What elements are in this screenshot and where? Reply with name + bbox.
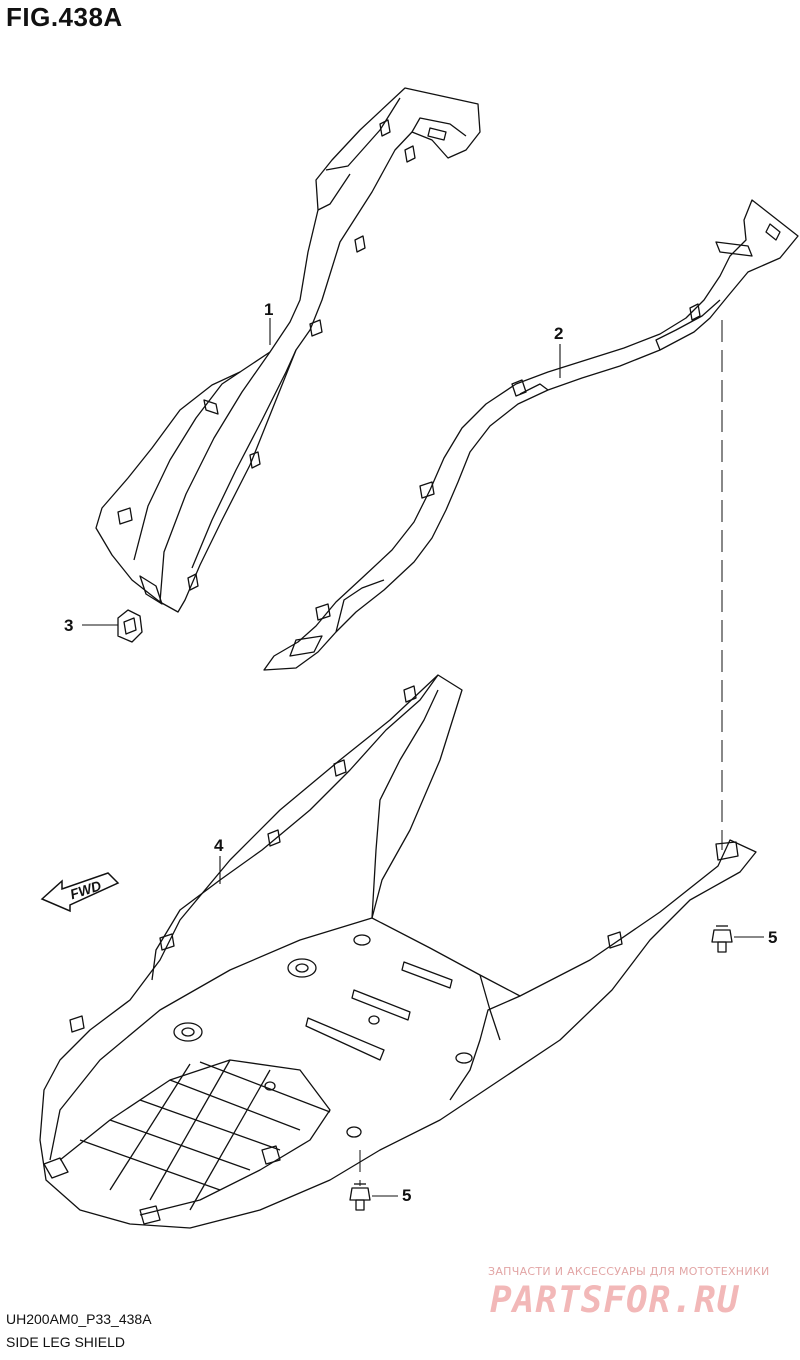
part-number-4: 4 xyxy=(214,836,224,855)
fwd-arrow-icon: FWD xyxy=(40,872,120,913)
part-5-screw-bottom[interactable] xyxy=(349,1183,371,1211)
part-number-2: 2 xyxy=(554,324,564,343)
part-5-screw-right[interactable] xyxy=(711,925,733,953)
figure-code: UH200AM0_P33_438A xyxy=(6,1311,152,1327)
part-1-bracket[interactable] xyxy=(95,87,481,613)
figure-title: FIG.438A xyxy=(6,2,123,32)
watermark-tagline: ЗАПЧАСТИ И АКСЕССУАРЫ ДЛЯ МОТОТЕХНИКИ xyxy=(488,1265,770,1278)
part-2-bracket[interactable] xyxy=(263,199,799,671)
figure-caption: SIDE LEG SHIELD xyxy=(6,1334,126,1350)
part-3-clip[interactable] xyxy=(117,609,143,643)
part-number-5-right: 5 xyxy=(768,928,778,947)
watermark-logo: PARTSFOR.RU xyxy=(490,1280,740,1321)
part-number-5-bottom: 5 xyxy=(402,1186,412,1205)
part-number-3: 3 xyxy=(64,616,74,635)
part-number-1: 1 xyxy=(264,300,274,319)
part-4-shield[interactable] xyxy=(39,674,757,1229)
